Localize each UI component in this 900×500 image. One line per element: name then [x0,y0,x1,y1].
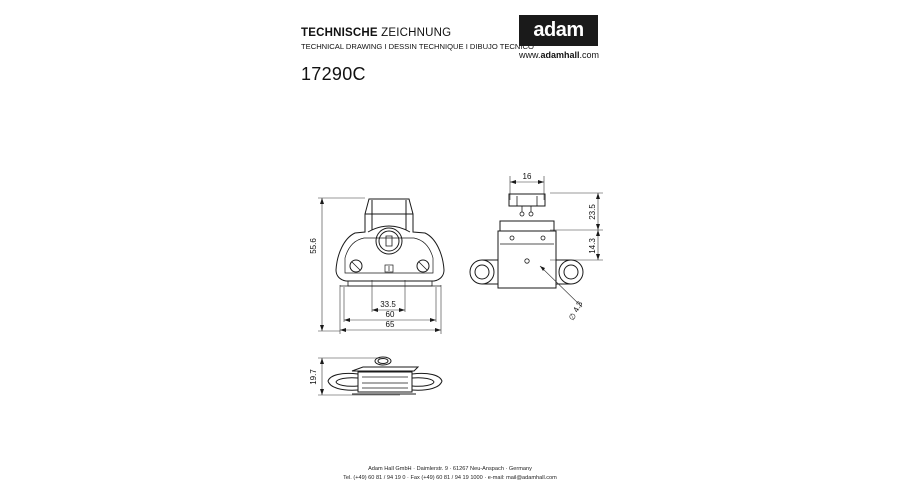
drawing-title: TECHNISCHE ZEICHNUNG [301,27,451,39]
drawing-title-bold: TECHNISCHE [301,27,378,39]
dim-hole-diameter: ∅ 4.3 [567,299,585,322]
brand-url[interactable]: www.adamhall.com [519,50,599,60]
footer-address: Adam Hall GmbH · Daimlerstr. 9 · 61267 N… [368,466,532,472]
side-view [469,176,603,308]
dim-side-top: 16 [523,172,532,181]
dim-width-total: 65 [386,320,395,329]
dim-height-total: 55.6 [309,238,318,254]
brand-url-suffix: .com [579,50,600,60]
dim-side-right-lower: 14.3 [588,238,597,254]
bottom-view [318,356,443,396]
brand-url-prefix: www. [519,50,541,60]
brand-logo: adam hall [519,15,598,72]
footer-contact: Tel. (+49) 60 81 / 94 19 0 · Fax (+49) 6… [343,475,557,481]
drawing-subtitle: TECHNICAL DRAWING I DESSIN TECHNIQUE I D… [301,42,534,51]
dim-width-inner: 33.5 [380,300,396,309]
dim-bottom-height: 19.7 [309,369,318,385]
dim-side-right-upper: 23.5 [588,204,597,220]
part-number: 17290C [301,64,366,84]
brand-url-bold: adamhall [540,50,580,60]
drawing-title-rest: ZEICHNUNG [381,27,452,39]
front-view [318,197,445,334]
dim-width-mid: 60 [386,310,395,319]
